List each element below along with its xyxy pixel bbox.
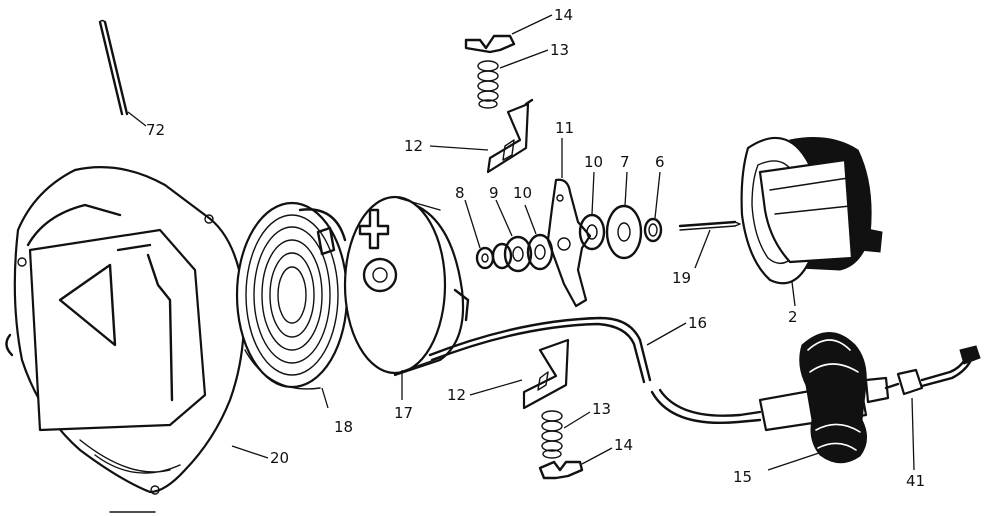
leader-19: [694, 229, 711, 269]
part-12-pawl-upper: [486, 98, 534, 174]
leader-10-right: [591, 171, 595, 215]
part-8-nut: [475, 246, 495, 270]
part-20-housing: [5, 166, 246, 495]
part-10-washer-left: [526, 233, 554, 271]
part-72-pin: [98, 19, 129, 116]
leader-13-upper: [499, 49, 549, 69]
part-14-retainer-upper: [464, 34, 516, 54]
label-2: 2: [788, 308, 798, 326]
leader-13-lower: [563, 411, 591, 429]
label-72: 72: [146, 121, 165, 139]
label-14-lower: 14: [614, 436, 633, 454]
part-6-retaining-ring: [643, 217, 663, 243]
leader-10-left: [524, 204, 537, 235]
part-13-spring-upper: [477, 60, 499, 109]
label-7: 7: [620, 153, 630, 171]
label-15: 15: [733, 468, 752, 486]
part-13-spring-lower: [541, 410, 563, 459]
label-12-upper: 12: [404, 137, 423, 155]
leader-72: [127, 111, 147, 127]
part-14-retainer-lower: [538, 460, 584, 480]
part-18-recoil-spring: [235, 201, 349, 390]
leader-9: [495, 199, 513, 237]
label-41: 41: [906, 472, 925, 490]
label-6: 6: [655, 153, 665, 171]
leader-7: [624, 171, 628, 207]
label-12-lower: 12: [447, 386, 466, 404]
part-2-starter-cup: [740, 136, 883, 285]
leader-20: [231, 445, 269, 459]
leader-6: [654, 171, 661, 219]
label-19: 19: [672, 269, 691, 287]
leader-14-lower: [581, 447, 613, 465]
leader-2: [791, 281, 796, 307]
part-16-starter-rope: [428, 316, 762, 424]
part-11-cam-lever: [546, 178, 592, 308]
leader-14-upper: [511, 14, 553, 35]
part-10-washer-right: [578, 213, 606, 251]
leader-41: [911, 397, 915, 471]
leader-16: [646, 322, 687, 346]
label-17: 17: [394, 404, 413, 422]
part-7-washer: [605, 204, 643, 260]
label-8: 8: [455, 184, 465, 202]
label-18: 18: [334, 418, 353, 436]
leader-15: [767, 451, 823, 471]
leader-12-lower: [469, 379, 523, 396]
part-12-pawl-lower: [522, 338, 570, 410]
label-9: 9: [489, 184, 499, 202]
label-13-upper: 13: [550, 41, 569, 59]
label-13-lower: 13: [592, 400, 611, 418]
part-15-handle: [758, 332, 890, 464]
label-10-right: 10: [584, 153, 603, 171]
part-9-washer: [491, 235, 533, 273]
leader-12-upper: [429, 145, 489, 151]
leader-18: [321, 387, 329, 409]
part-19-screw: [678, 220, 741, 231]
label-16: 16: [688, 314, 707, 332]
leader-8: [464, 199, 481, 249]
part-41-cord-fitting: [884, 345, 981, 396]
part-17-pulley: [343, 195, 470, 377]
label-11: 11: [555, 119, 574, 137]
label-10-left: 10: [513, 184, 532, 202]
label-20: 20: [270, 449, 289, 467]
label-14-upper: 14: [554, 6, 573, 24]
